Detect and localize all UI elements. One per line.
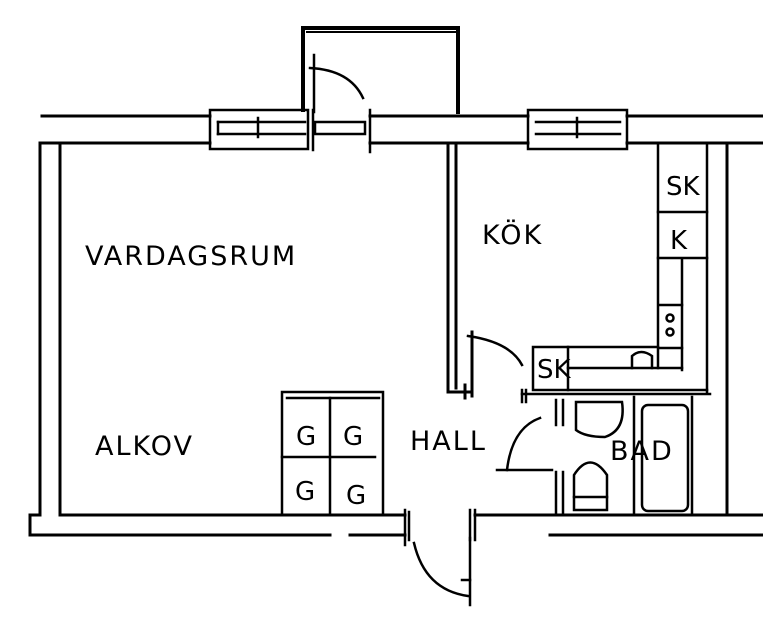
room-label-kitchen: KÖK: [482, 220, 544, 251]
fridge-label: K: [670, 226, 688, 256]
wardrobe-label: G: [296, 422, 317, 452]
wardrobe-label: G: [295, 477, 316, 507]
window-balcony-door: [311, 108, 372, 154]
left-wall: [28, 141, 407, 537]
bathroom: [495, 388, 712, 517]
bathtub-icon: [640, 403, 690, 513]
balcony: [301, 26, 460, 114]
room-label-bath: BAD: [610, 436, 674, 467]
sink-icon: [630, 350, 654, 370]
stove-burner-icon: [665, 313, 675, 323]
wardrobe-label: G: [343, 422, 364, 452]
room-label-hall: HALL: [410, 426, 487, 457]
kitchen-counter: [531, 141, 709, 395]
stove-burner-icon: [665, 327, 675, 337]
window-living: [208, 108, 310, 151]
kitchen-cabinet-label: SK: [537, 355, 571, 385]
room-label-alcove: ALKOV: [95, 431, 194, 462]
wardrobe-label: G: [346, 481, 367, 511]
entrance-door: [403, 508, 477, 607]
top-wall: [38, 114, 763, 145]
window-kitchen: [526, 108, 629, 151]
washbasin-icon: [574, 400, 624, 439]
kitchen-wall: [446, 141, 524, 400]
kitchen-cabinet-label: SK: [666, 172, 700, 202]
room-label-living: VARDAGSRUM: [85, 241, 298, 272]
toilet-icon: [572, 461, 609, 512]
wardrobes: [280, 390, 385, 517]
bottom-right-wall: [473, 141, 763, 537]
